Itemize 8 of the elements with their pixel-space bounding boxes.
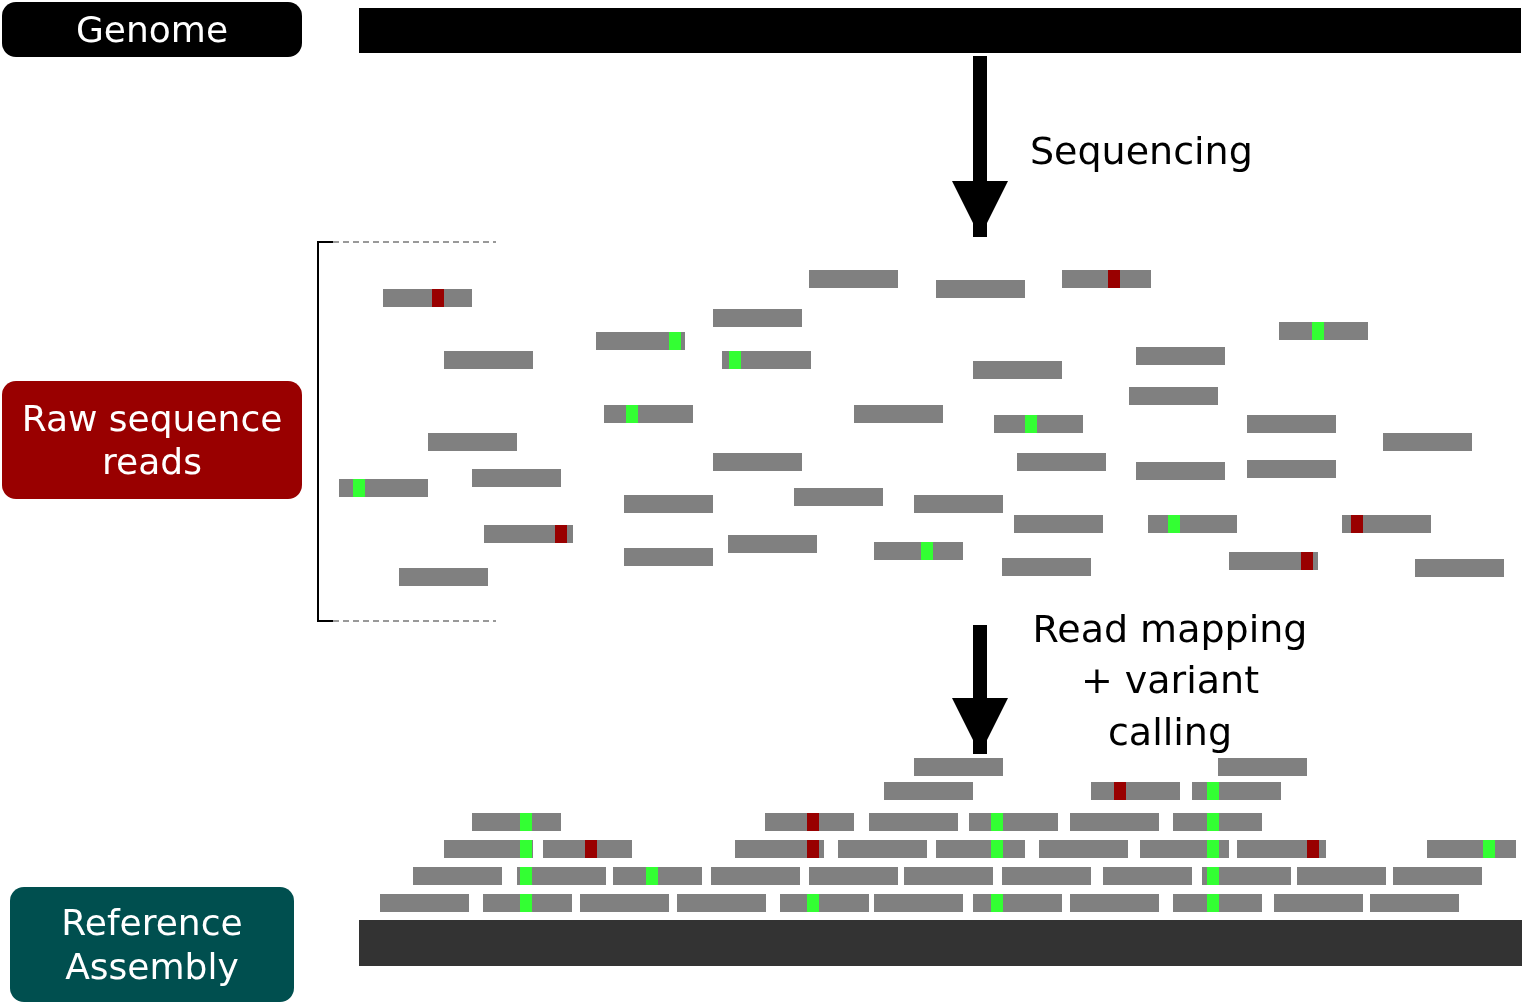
aligned-reads-drawing	[380, 758, 1516, 912]
genome-bar	[359, 8, 1521, 53]
reference-bar	[359, 920, 1522, 966]
stage-label: Raw sequence reads	[2, 381, 302, 499]
arrow	[952, 625, 1008, 754]
arrow	[952, 56, 1008, 237]
stage-label: Genome	[2, 2, 302, 57]
stage-label: Reference Assembly	[10, 887, 294, 1002]
